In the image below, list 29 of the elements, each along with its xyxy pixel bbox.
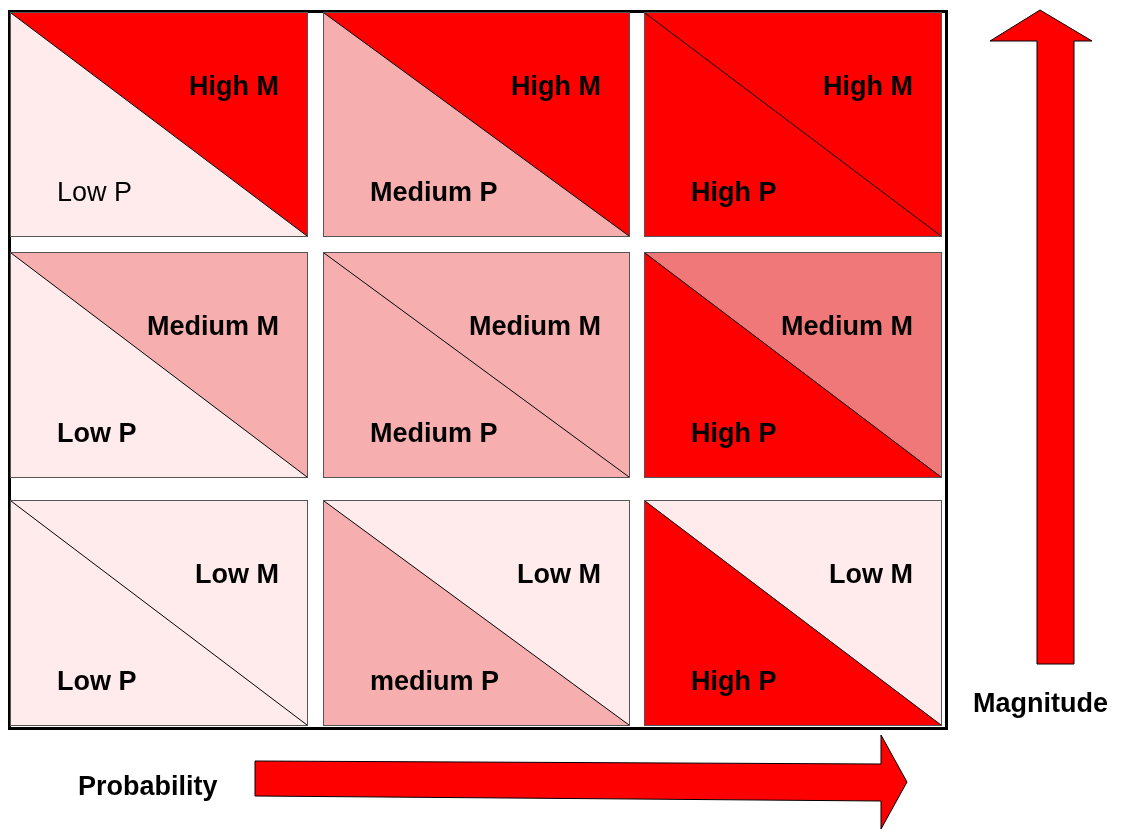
probability-level-text: Low P (57, 177, 133, 208)
risk-cell (323, 500, 630, 726)
probability-level-text: Medium P (370, 177, 498, 208)
risk-cell (10, 252, 308, 478)
risk-cell (10, 12, 308, 237)
risk-cell (644, 500, 942, 726)
magnitude-level-text: Medium M (469, 311, 601, 342)
magnitude-level-text: High M (189, 71, 279, 102)
magnitude-level-text: Low M (829, 559, 913, 590)
axis-label: Magnitude (973, 688, 1108, 719)
risk-cell (10, 500, 308, 726)
risk-cell (644, 12, 942, 237)
magnitude-level-text: High M (511, 71, 601, 102)
probability-level-text: medium P (370, 666, 500, 697)
magnitude-level-text: Medium M (147, 311, 279, 342)
magnitude-level-text: Low M (195, 559, 279, 590)
risk-cell (323, 252, 630, 478)
magnitude-level-text: High M (823, 71, 913, 102)
risk-cell (644, 252, 942, 478)
probability-level-text: Low P (57, 666, 137, 697)
magnitude-level-text: Medium M (781, 311, 913, 342)
magnitude-level-text: Low M (517, 559, 601, 590)
probability-level-text: Medium P (370, 418, 498, 449)
probability-level-text: Low P (57, 418, 137, 449)
risk-cell (323, 12, 630, 237)
probability-level-text: High P (691, 177, 777, 208)
axis-label: Probability (78, 771, 218, 802)
probability-level-text: High P (691, 666, 777, 697)
probability-level-text: High P (691, 418, 777, 449)
